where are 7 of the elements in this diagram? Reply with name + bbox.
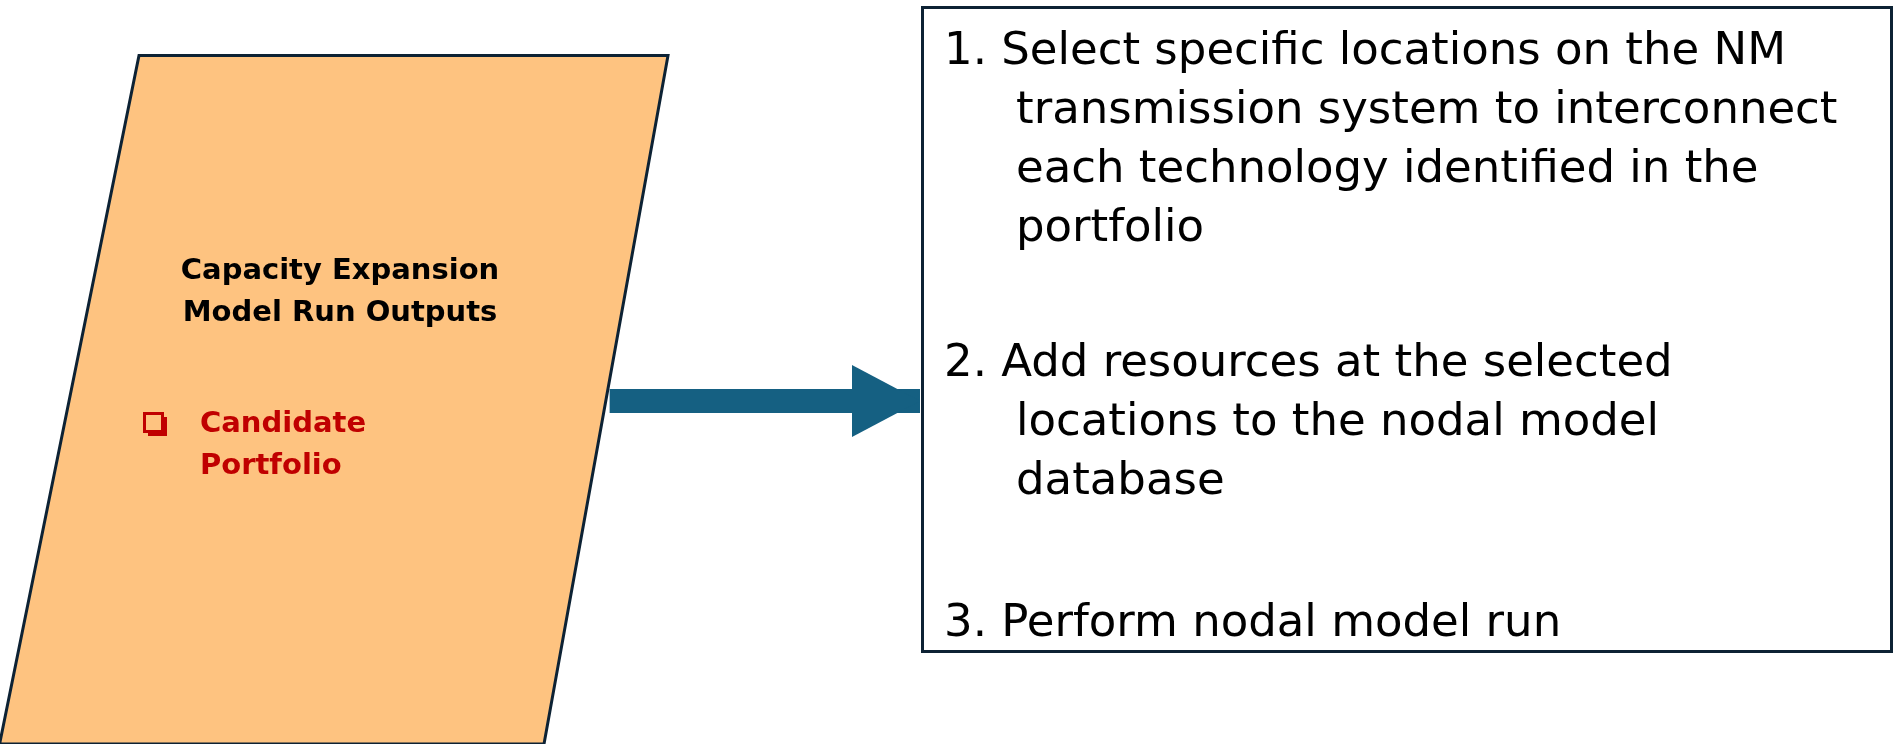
- node-title: Capacity Expansion Model Run Outputs: [179, 251, 501, 330]
- step-text: 1. Select specific locations on the NM transmission system to interconnect each technology identified in the portfolio: [944, 21, 1839, 254]
- step-text: 2. Add resources at the selected locations to the nodal model database: [944, 333, 1674, 507]
- bullet-text: Candidate Portfolio: [200, 404, 368, 483]
- arrow: [609, 365, 920, 437]
- step-text: 3. Perform nodal model run: [944, 593, 1563, 649]
- steps-box: [921, 6, 1893, 653]
